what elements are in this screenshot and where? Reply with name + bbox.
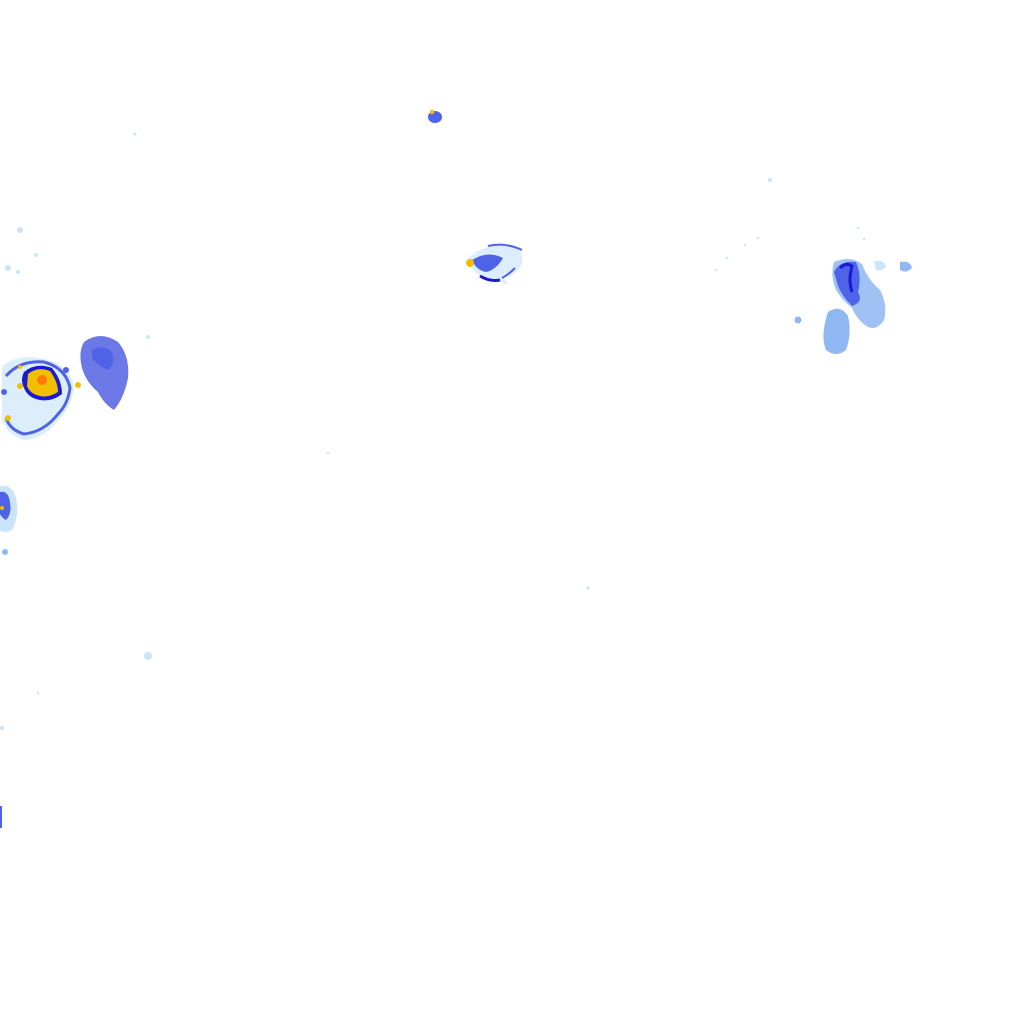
cell-left-storm-complex [1,336,129,440]
light-precipitation-specks [0,132,866,730]
streak-lower-left [0,806,2,828]
cell-right-cluster [794,258,912,354]
cell-top-center [428,109,442,123]
cell-left-edge [0,485,18,555]
cell-central [466,243,523,285]
